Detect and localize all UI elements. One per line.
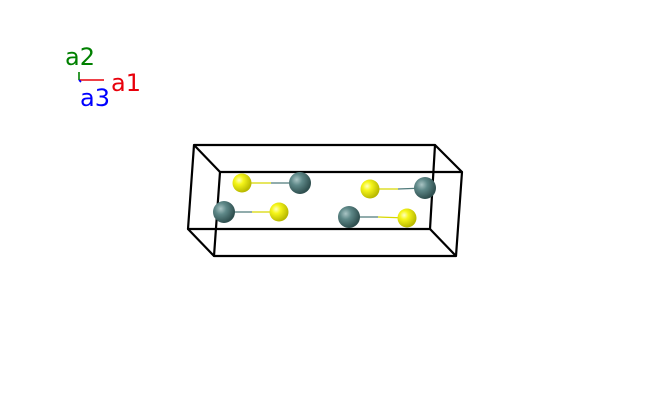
- atom-yellow[interactable]: [232, 173, 252, 193]
- a3-axis-line: [78, 79, 82, 83]
- axis-indicator: a2 a1 a3: [65, 43, 141, 112]
- atom-teal[interactable]: [414, 177, 436, 199]
- unit-cell: [186, 143, 464, 258]
- a3-axis-label: a3: [80, 84, 110, 112]
- cell-edge: [434, 144, 463, 173]
- atom-yellow[interactable]: [269, 202, 289, 222]
- atom-yellow[interactable]: [360, 179, 380, 199]
- atom-teal[interactable]: [338, 206, 360, 228]
- atom-teal[interactable]: [289, 172, 311, 194]
- bonds: [224, 182, 426, 219]
- cell-edge: [187, 228, 215, 257]
- cell-edge: [429, 228, 457, 257]
- a2-axis-label: a2: [65, 43, 95, 71]
- atom-teal[interactable]: [213, 201, 235, 223]
- a1-axis-label: a1: [111, 69, 141, 97]
- cell-edge: [193, 144, 221, 173]
- atoms: [213, 172, 436, 228]
- atom-yellow[interactable]: [397, 208, 417, 228]
